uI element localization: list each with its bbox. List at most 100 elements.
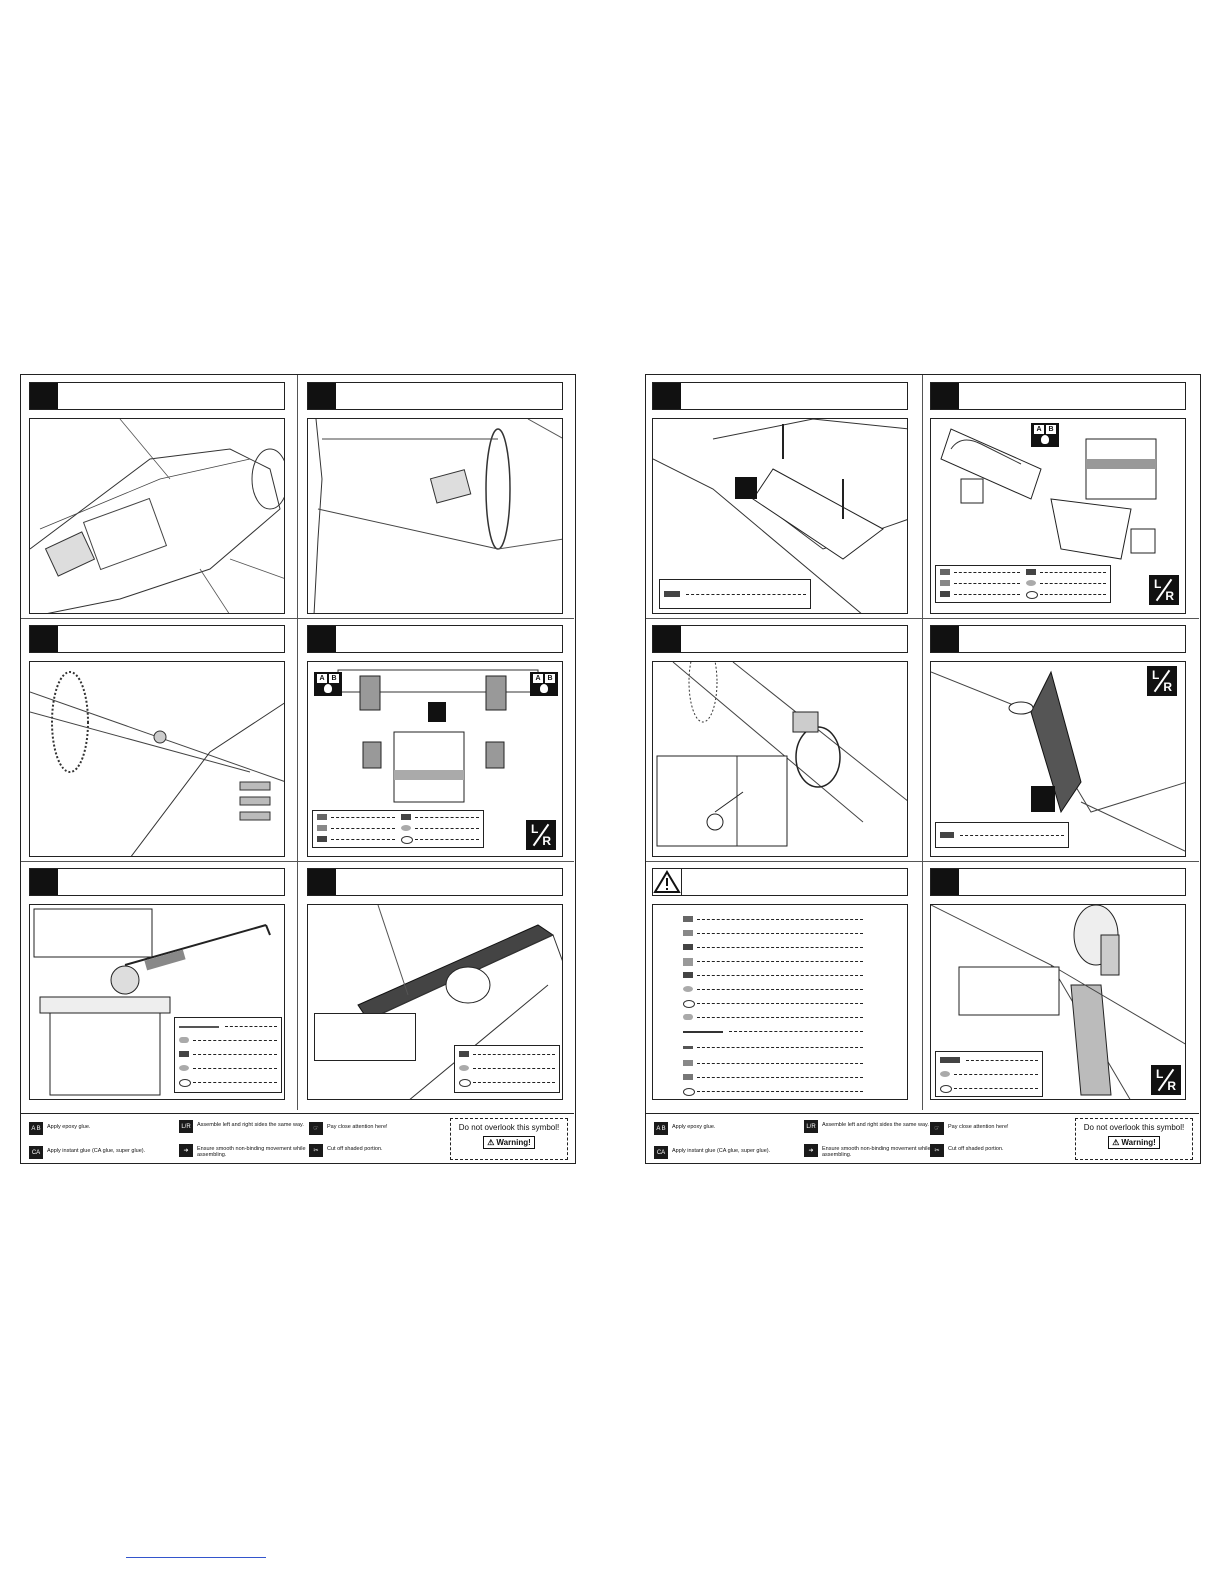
legend-epoxy: A B Apply epoxy glue. [654, 1122, 715, 1135]
lr-r-label: R [1163, 680, 1172, 694]
step-header [307, 625, 563, 653]
ca-glue-icon: CA [654, 1146, 668, 1159]
part-row [401, 824, 479, 833]
warning-badge: ⚠Warning! [1108, 1136, 1160, 1149]
washer-icon [940, 1085, 952, 1093]
step-servo-linkage [29, 868, 293, 1108]
step-number-box [30, 383, 58, 409]
step-number-box [308, 869, 336, 895]
former-illustration [29, 661, 285, 857]
part-row [940, 590, 1020, 599]
part-row [179, 1022, 277, 1031]
step-header [930, 382, 1186, 410]
bracket-icon [683, 1074, 693, 1080]
part-row [459, 1050, 555, 1059]
legend-lr-text: Assemble left and right sides the same w… [822, 1122, 929, 1128]
step-fin-installation: L R [930, 625, 1194, 865]
row-divider [646, 618, 1199, 619]
warning-notice: Do not overlook this symbol! ⚠Warning! [1075, 1118, 1193, 1160]
nut-icon [683, 986, 693, 992]
step-header [29, 868, 285, 896]
step-header [652, 382, 908, 410]
step-number-box [30, 626, 58, 652]
part-row [683, 999, 863, 1008]
left-right-badge: L R [1149, 575, 1179, 605]
left-right-badge: L R [1151, 1065, 1181, 1095]
nut-icon [179, 1065, 189, 1071]
hinge-icon [683, 930, 693, 936]
part-row [179, 1064, 277, 1073]
nut-icon [1026, 580, 1036, 586]
fin-illustration: L R [930, 661, 1186, 857]
part-row [317, 835, 395, 844]
legend-lr: L/R Assemble left and right sides the sam… [804, 1120, 929, 1133]
part-row [683, 1059, 863, 1068]
step-firewall [307, 382, 571, 622]
part-row [459, 1064, 555, 1073]
step-cockpit [29, 382, 293, 622]
parts-list [659, 579, 811, 609]
part-row [179, 1050, 277, 1059]
cut-shaded-icon: ✂ [930, 1144, 944, 1157]
part-row [401, 835, 479, 844]
step-hinge-installation: A B A B L [307, 625, 571, 865]
step-header [930, 625, 1186, 653]
smooth-arrow-icon: ➜ [179, 1144, 193, 1157]
part-row [459, 1078, 555, 1087]
step-control-horn [307, 868, 571, 1108]
tail-illustration: A B L R [930, 418, 1186, 614]
badge-a-label: A [533, 674, 543, 683]
legend-smooth-text: Ensure smooth non-binding movement while… [197, 1146, 306, 1158]
legend-cut-text: Cut off shaded portion. [948, 1146, 1004, 1152]
step-number-box [308, 626, 336, 652]
warning-badge: ⚠Warning! [483, 1136, 535, 1149]
part-row [683, 1043, 863, 1052]
column-divider [297, 375, 298, 1110]
legend-smooth-text: Ensure smooth non-binding movement while… [822, 1146, 931, 1158]
parts-checklist [652, 904, 908, 1100]
part-row [683, 929, 863, 938]
warning-triangle-icon: ⚠ [1112, 1138, 1120, 1147]
aileron-illustration [652, 418, 908, 614]
lr-r-label: R [542, 834, 551, 848]
hinge-icon [940, 580, 950, 586]
parts-list [454, 1045, 560, 1093]
badge-a-label: A [1034, 425, 1044, 434]
warning-triangle-icon [653, 869, 682, 895]
epoxy-ab-badge: A B [530, 672, 558, 696]
step-number-box [931, 626, 959, 652]
notice-text: Do not overlook this symbol! [458, 1123, 560, 1132]
grommet-icon [683, 1088, 695, 1096]
clevis-icon [179, 1037, 189, 1043]
legend-epoxy-text: Apply epoxy glue. [672, 1124, 716, 1130]
screw-icon [317, 836, 327, 842]
lr-r-label: R [1165, 589, 1174, 603]
step-number-box [653, 383, 681, 409]
part-row [1026, 579, 1106, 588]
step-aileron-hinges [652, 382, 916, 622]
bracket-icon [683, 1060, 693, 1066]
left-right-icon: L/R [804, 1120, 818, 1133]
nut-icon [940, 1071, 950, 1077]
right-instruction-page: A B L R [645, 374, 1201, 1164]
bolt-icon [401, 814, 411, 820]
control-horn-illustration [307, 904, 563, 1100]
horn-icon [317, 814, 327, 820]
horn-icon [940, 569, 950, 575]
notice-text: Do not overlook this symbol! [1083, 1123, 1185, 1132]
wire-icon [683, 1046, 693, 1049]
step-header [652, 868, 908, 896]
screw-icon [683, 944, 693, 950]
step-header [29, 625, 285, 653]
washer-icon [179, 1079, 191, 1087]
tail-wheel-illustration [652, 661, 908, 857]
epoxy-icon: A B [654, 1122, 668, 1135]
part-row [683, 971, 863, 980]
horn-icon [683, 916, 693, 922]
screw-icon [940, 832, 954, 838]
part-row [940, 568, 1020, 577]
lr-l-label: L [1156, 1067, 1164, 1081]
